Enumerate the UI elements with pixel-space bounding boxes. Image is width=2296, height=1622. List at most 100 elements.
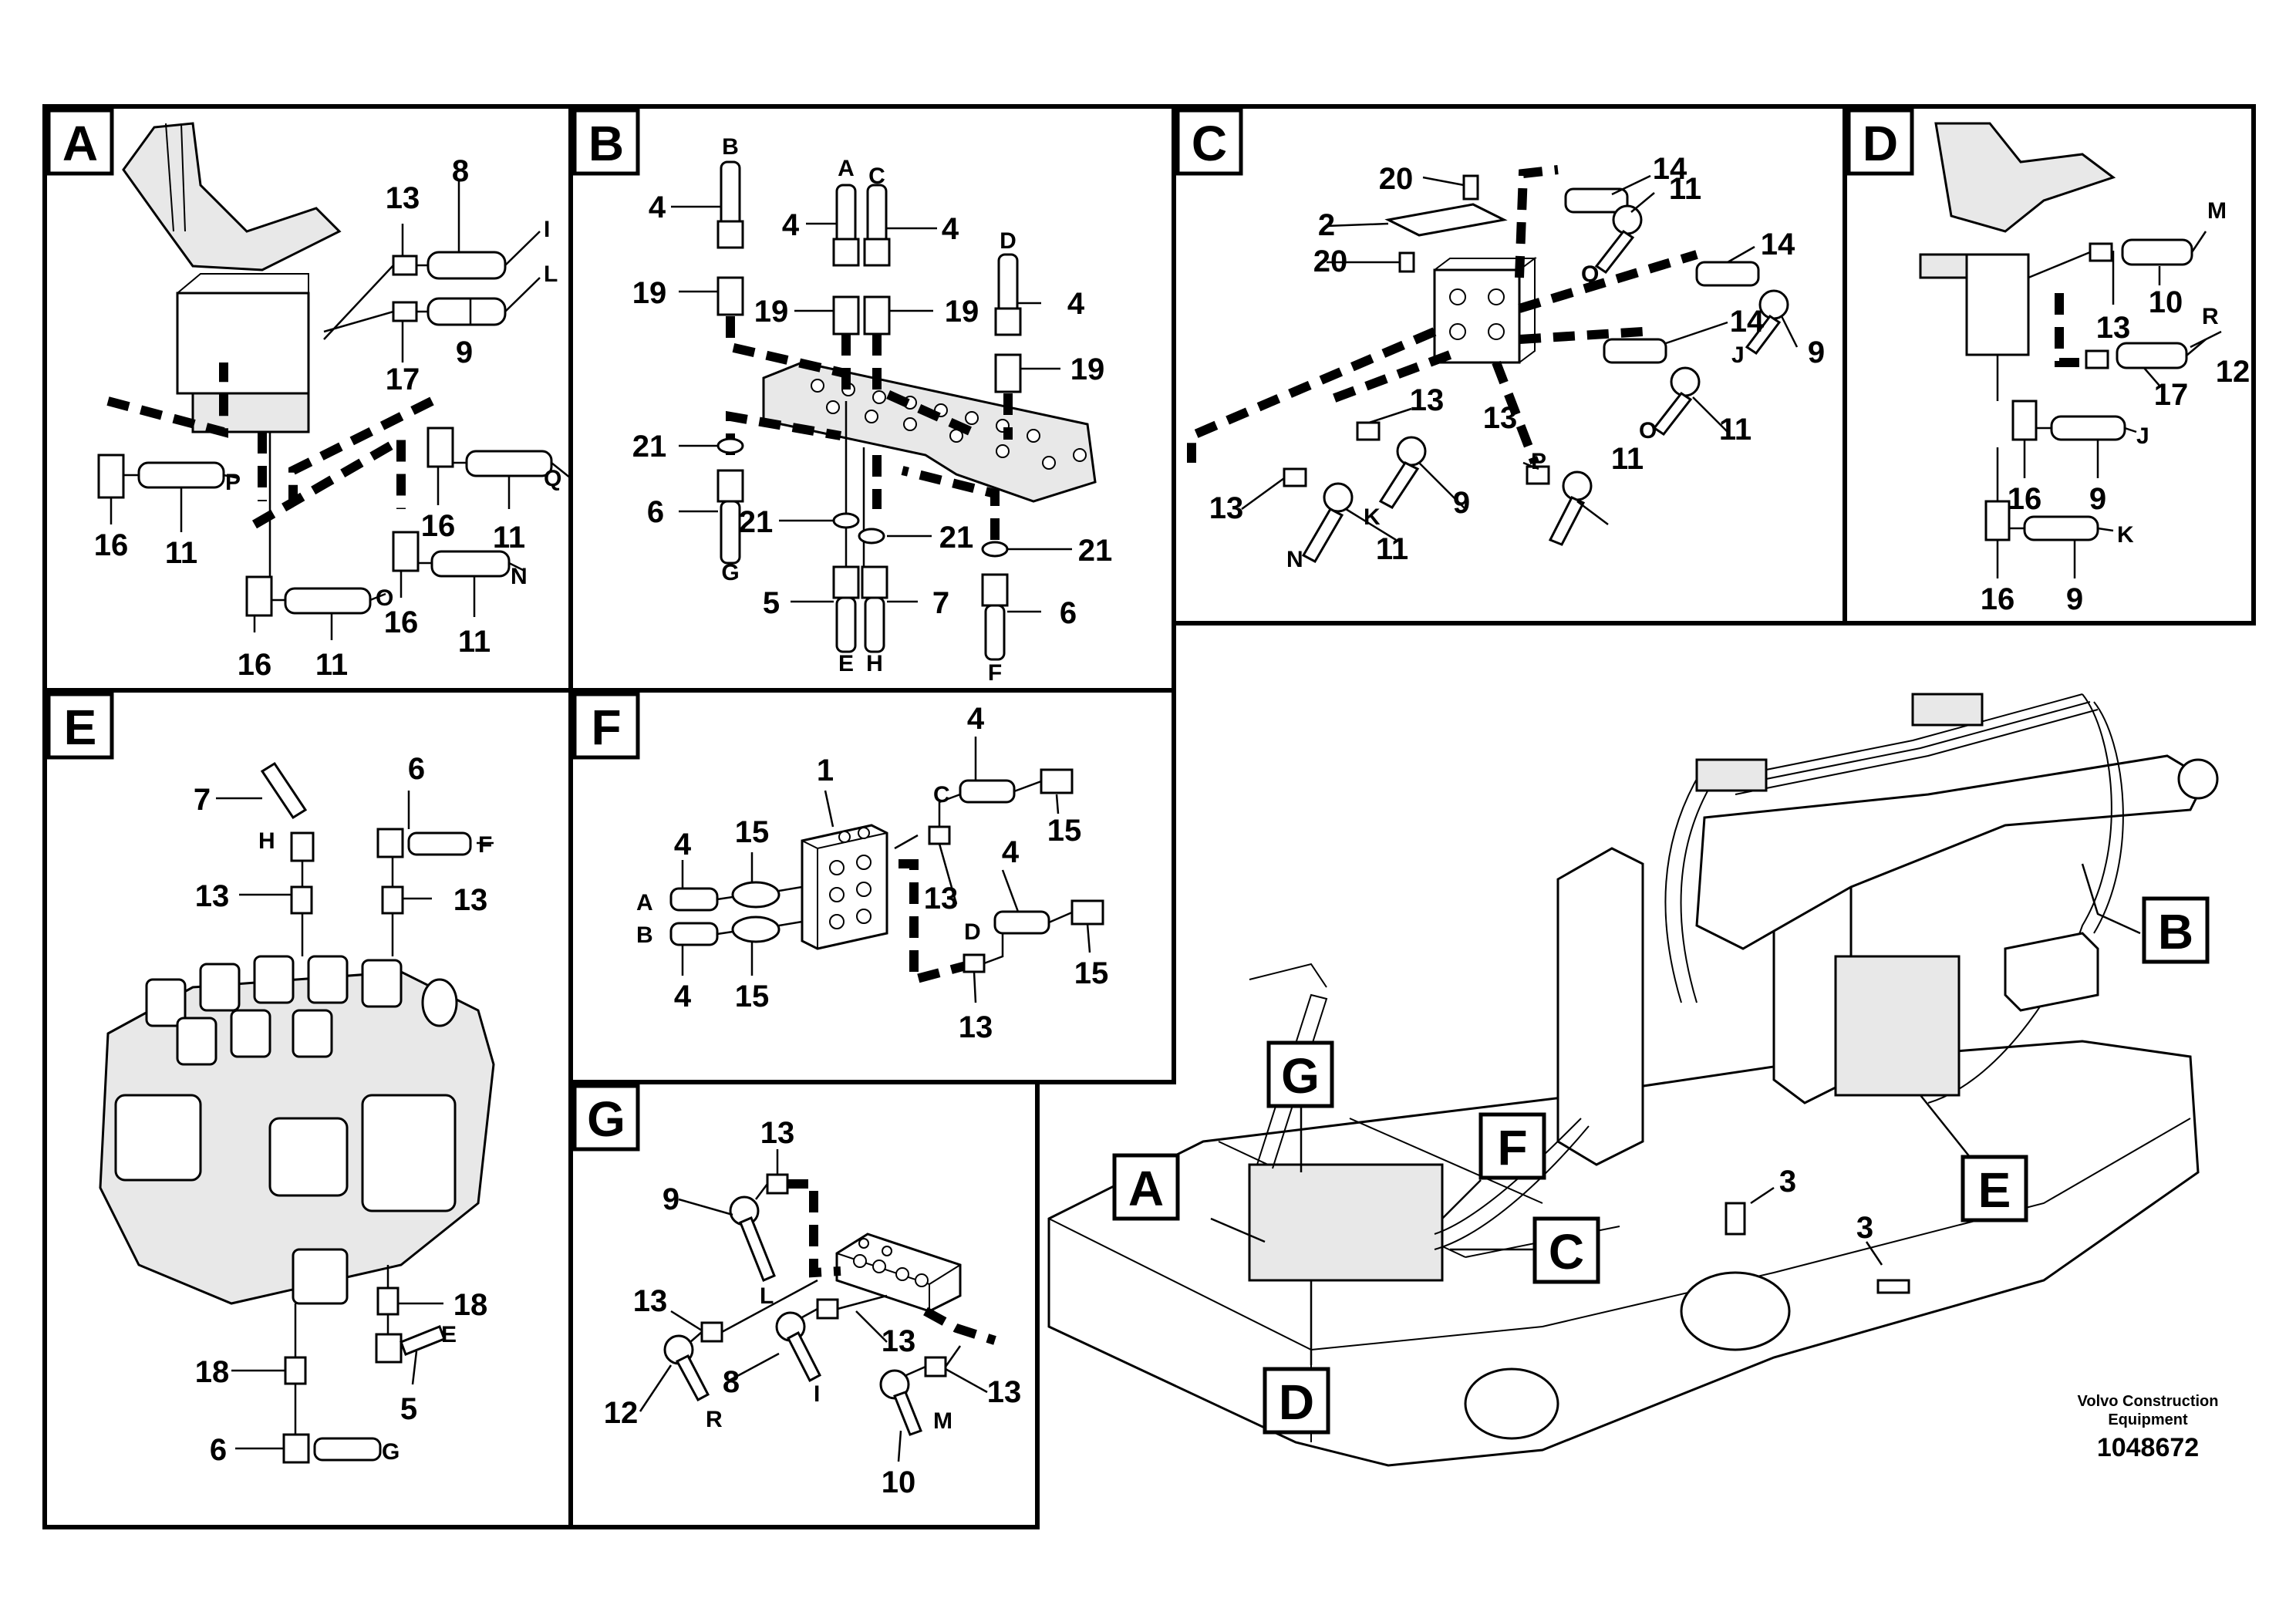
f-callout-4-d: 4 <box>1002 835 1020 869</box>
clip-3-lower <box>1876 1279 1910 1294</box>
washer-21-b-e <box>832 512 860 529</box>
panel-d-drawing: M R J K 10 13 12 17 16 9 16 9 <box>1919 122 2250 616</box>
a-end-l: L <box>544 261 558 287</box>
b-callout-19-a: 19 <box>754 295 789 329</box>
c-callout-11-top: 11 <box>1669 172 1701 206</box>
b-callout-19-b: 19 <box>632 276 667 310</box>
g-end-l: L <box>760 1283 774 1309</box>
fitting-13-g-left <box>700 1321 723 1343</box>
panel-d-tag: D <box>1846 108 1914 176</box>
c-end-k: K <box>1364 504 1381 530</box>
boom-mount-left <box>1556 847 1644 1166</box>
panel-a-tag: A <box>46 108 114 176</box>
elbow-15-f-b <box>731 916 781 943</box>
document-number: 1048672 <box>2097 1433 2199 1462</box>
c-end-q: Q <box>1581 261 1599 287</box>
e-callout-7: 7 <box>194 783 211 817</box>
g-end-r: R <box>706 1407 723 1432</box>
c-callout-11-n: 11 <box>1376 532 1408 566</box>
hose-6-e-top <box>407 831 472 856</box>
overview-tag-d-label: D <box>1279 1374 1314 1430</box>
d-callout-12: 12 <box>2216 355 2250 389</box>
clip-3-upper <box>1725 1202 1746 1236</box>
b-callout-19-d: 19 <box>1070 352 1105 386</box>
d-callout-10: 10 <box>2149 285 2183 319</box>
b-callout-7: 7 <box>932 586 949 620</box>
a-callout-16-o: 16 <box>238 648 272 682</box>
b-callout-6-f: 6 <box>1060 596 1077 630</box>
hose-4-f-c <box>959 779 1016 804</box>
pilot-valve-base <box>191 392 310 433</box>
panel-f-tag-label: F <box>591 700 621 755</box>
fitting-18-e-left <box>284 1356 307 1385</box>
overview-tag-f-label: F <box>1497 1120 1527 1175</box>
overview-tag-a-label: A <box>1128 1161 1164 1216</box>
overview-tag-e-label: E <box>1978 1162 2011 1218</box>
b-end-c: C <box>868 164 885 189</box>
d-end-k: K <box>2117 522 2134 548</box>
g-end-m: M <box>933 1408 952 1434</box>
mounting-plate <box>762 361 1097 503</box>
a-callout-11-o: 11 <box>315 648 348 682</box>
e-end-g: G <box>382 1439 400 1465</box>
b-end-h: H <box>866 651 883 676</box>
brand-line-2: Equipment <box>2108 1411 2188 1428</box>
hose-4-f-a <box>669 887 719 912</box>
joystick-pedal <box>122 122 342 271</box>
elbow-16-a-n <box>392 531 420 572</box>
hose-14-low <box>1603 338 1667 364</box>
c-callout-9-right: 9 <box>1808 336 1825 369</box>
panel-c-tag: C <box>1175 108 1243 176</box>
a-end-n: N <box>511 564 528 589</box>
adapter-15-f-d <box>1070 899 1104 926</box>
b-end-e: E <box>838 651 854 676</box>
overview-tag-f: F <box>1478 1112 1546 1180</box>
c-end-p: P <box>1531 449 1546 474</box>
hose-4-f-d <box>993 910 1050 935</box>
panel-b-drawing: B A C D G E H F 4 4 4 4 19 19 19 19 21 2… <box>632 134 1113 686</box>
overview-tag-c-label: C <box>1549 1224 1584 1280</box>
e-end-h: H <box>258 828 275 854</box>
elbow-16-a-q <box>426 427 454 468</box>
hose-12-d <box>2116 342 2188 369</box>
hose-4-f-b <box>669 922 719 946</box>
hose-6-e-bottom <box>313 1437 382 1462</box>
elbow-16-a-o <box>245 575 273 617</box>
fitting-13-c-1 <box>1283 467 1307 487</box>
washer-21-b-h <box>858 528 885 545</box>
g-callout-8: 8 <box>723 1365 740 1399</box>
d-callout-16-k: 16 <box>1981 582 2015 616</box>
f-callout-15-b: 15 <box>735 980 770 1013</box>
a-callout-16-q: 16 <box>421 509 456 543</box>
e-callout-6-bottom: 6 <box>210 1433 227 1467</box>
d-callout-9-k: 9 <box>2066 582 2083 616</box>
b-end-f: F <box>988 660 1002 686</box>
hose-7-e <box>260 761 308 820</box>
pedal-assembly <box>1934 122 2116 233</box>
panel-e-tag-label: E <box>64 700 97 755</box>
junction-block-1 <box>801 824 888 950</box>
panel-c-tag-label: C <box>1192 116 1227 171</box>
panel-g-drawing: 13 9 13 13 8 12 10 13 L R I M <box>604 1116 1022 1499</box>
fitting-18-e-right <box>376 1286 400 1316</box>
hose-14-mid <box>1695 261 1760 287</box>
b-end-d: D <box>1000 228 1017 254</box>
elbow-16-d-j <box>2011 400 2038 441</box>
panel-f-tag: F <box>572 692 640 760</box>
f-callout-4-b: 4 <box>674 980 692 1013</box>
b-callout-4-d: 4 <box>1067 287 1085 321</box>
a-callout-9: 9 <box>456 336 473 369</box>
d-callout-17: 17 <box>2154 378 2189 412</box>
adapter-19-b-c <box>863 295 891 336</box>
f-callout-15-a: 15 <box>735 815 770 849</box>
fitting-13-f-c <box>928 825 951 845</box>
washer-21-b-f <box>981 541 1009 558</box>
overview-tag-c: C <box>1532 1216 1600 1284</box>
overview-tag-g-label: G <box>1281 1048 1320 1104</box>
g-callout-13-top: 13 <box>760 1116 795 1150</box>
c-callout-20-left: 20 <box>1313 244 1348 278</box>
hose-8-a <box>426 251 507 280</box>
hose-10-d <box>2121 238 2193 266</box>
panel-a-tag-label: A <box>62 116 98 171</box>
